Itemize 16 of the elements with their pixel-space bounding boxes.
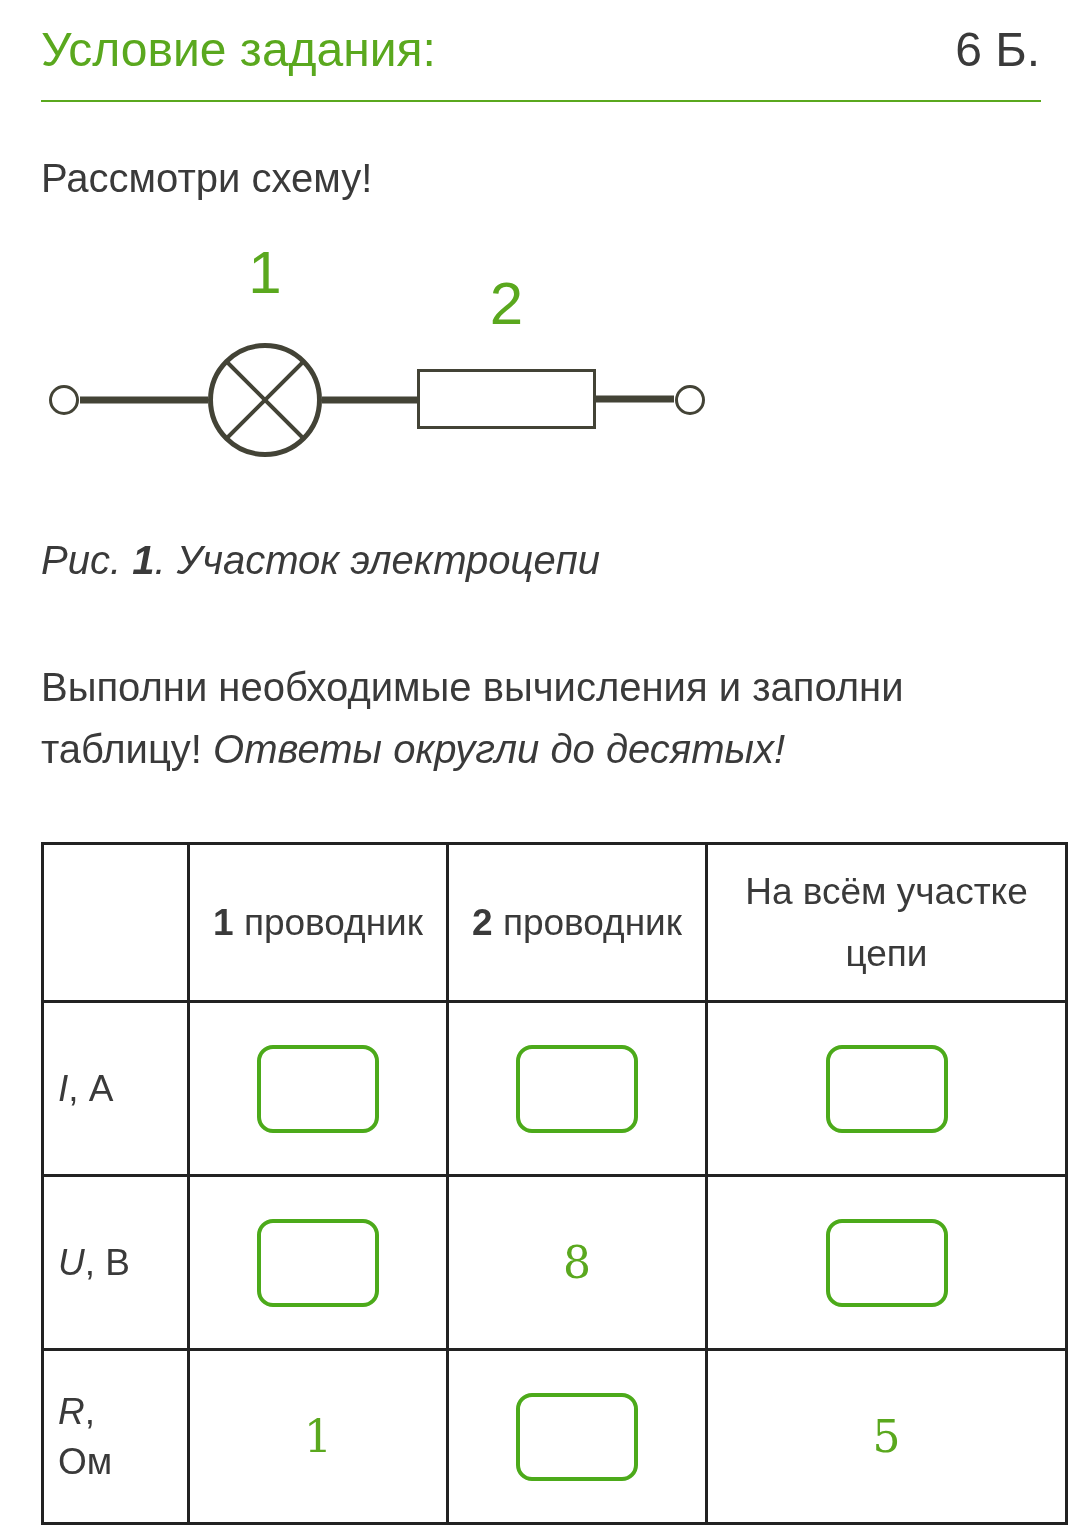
column-header: 1 проводник [213,900,423,945]
callout-number: 1 [247,238,283,308]
value-text: 5 [872,1411,901,1462]
figure-caption: Рис. 1. Участок электроцепи [41,537,600,584]
callout-number: 2 [488,269,525,339]
value-text: 8 [563,1237,591,1288]
row-header: R, Ом [58,1389,114,1484]
points-label: 6 Б. [955,22,1040,78]
task-heading: Условие задания: [41,22,436,78]
row-header: U, В [58,1240,131,1285]
instruction-text: Рассмотри схему! [41,155,373,202]
column-header: 2 проводник [472,900,682,945]
value-text: 1 [304,1411,332,1462]
row-header: I, А [58,1066,115,1111]
instruction-text: Выполни необходимые вычисления и заполни таблицу! Ответы округли до десятых! [41,664,905,773]
column-header: На всём участке цепи [744,869,1029,976]
